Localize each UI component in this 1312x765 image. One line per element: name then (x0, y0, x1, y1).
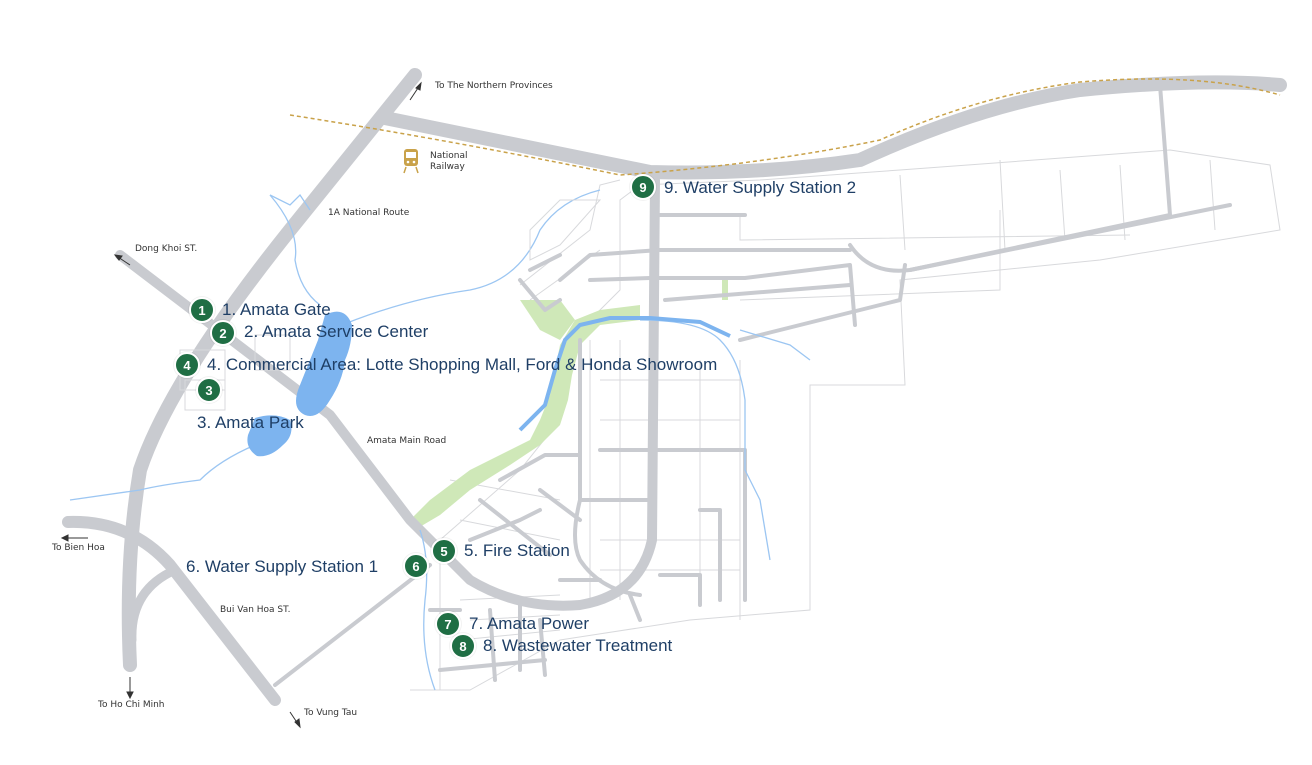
main-roads (62, 68, 1287, 706)
label-ho-chi-minh: To Ho Chi Minh (98, 700, 165, 710)
poi-water-supply-1[interactable]: 6. Water Supply Station 1 (186, 557, 379, 576)
marker-1[interactable]: 1 (189, 297, 215, 323)
internal-roads (428, 83, 1232, 682)
marker-9[interactable]: 9 (630, 174, 656, 200)
label-railway-2: Railway (430, 162, 465, 172)
label-bien-hoa: To Bien Hoa (52, 543, 105, 553)
label-main-road: Amata Main Road (367, 436, 447, 446)
label-bui-van-hoa: Bui Van Hoa ST. (220, 605, 291, 615)
label-vung-tau: To Vung Tau (304, 708, 358, 718)
direction-arrows (60, 81, 422, 729)
poi-amata-service-center[interactable]: 2. Amata Service Center (244, 322, 429, 341)
marker-5[interactable]: 5 (431, 538, 457, 564)
label-northern-provinces: To The Northern Provinces (435, 81, 553, 91)
marker-4[interactable]: 4 (174, 352, 200, 378)
marker-6[interactable]: 6 (403, 553, 429, 579)
poi-commercial-area[interactable]: 4. Commercial Area: Lotte Shopping Mall,… (207, 355, 718, 374)
poi-wastewater-treatment[interactable]: 8. Wastewater Treatment (483, 636, 673, 655)
label-national-route: 1A National Route (328, 208, 410, 218)
label-dong-khoi: Dong Khoi ST. (135, 244, 198, 254)
poi-amata-power[interactable]: 7. Amata Power (469, 614, 590, 633)
rivers (69, 189, 811, 691)
river-main (518, 316, 731, 432)
poi-fire-station[interactable]: 5. Fire Station (464, 541, 570, 560)
railway-line (289, 78, 1281, 176)
label-railway-1: National (430, 151, 468, 161)
marker-7[interactable]: 7 (435, 611, 461, 637)
marker-8[interactable]: 8 (450, 633, 476, 659)
poi-water-supply-2[interactable]: 9. Water Supply Station 2 (664, 178, 857, 197)
poi-amata-gate[interactable]: 1. Amata Gate (222, 300, 331, 319)
green-belt (410, 280, 728, 528)
train-icon (403, 149, 419, 174)
lakes (247, 311, 352, 457)
marker-3[interactable]: 3 (196, 377, 222, 403)
poi-amata-park[interactable]: 3. Amata Park (197, 413, 304, 432)
marker-2[interactable]: 2 (210, 320, 236, 346)
